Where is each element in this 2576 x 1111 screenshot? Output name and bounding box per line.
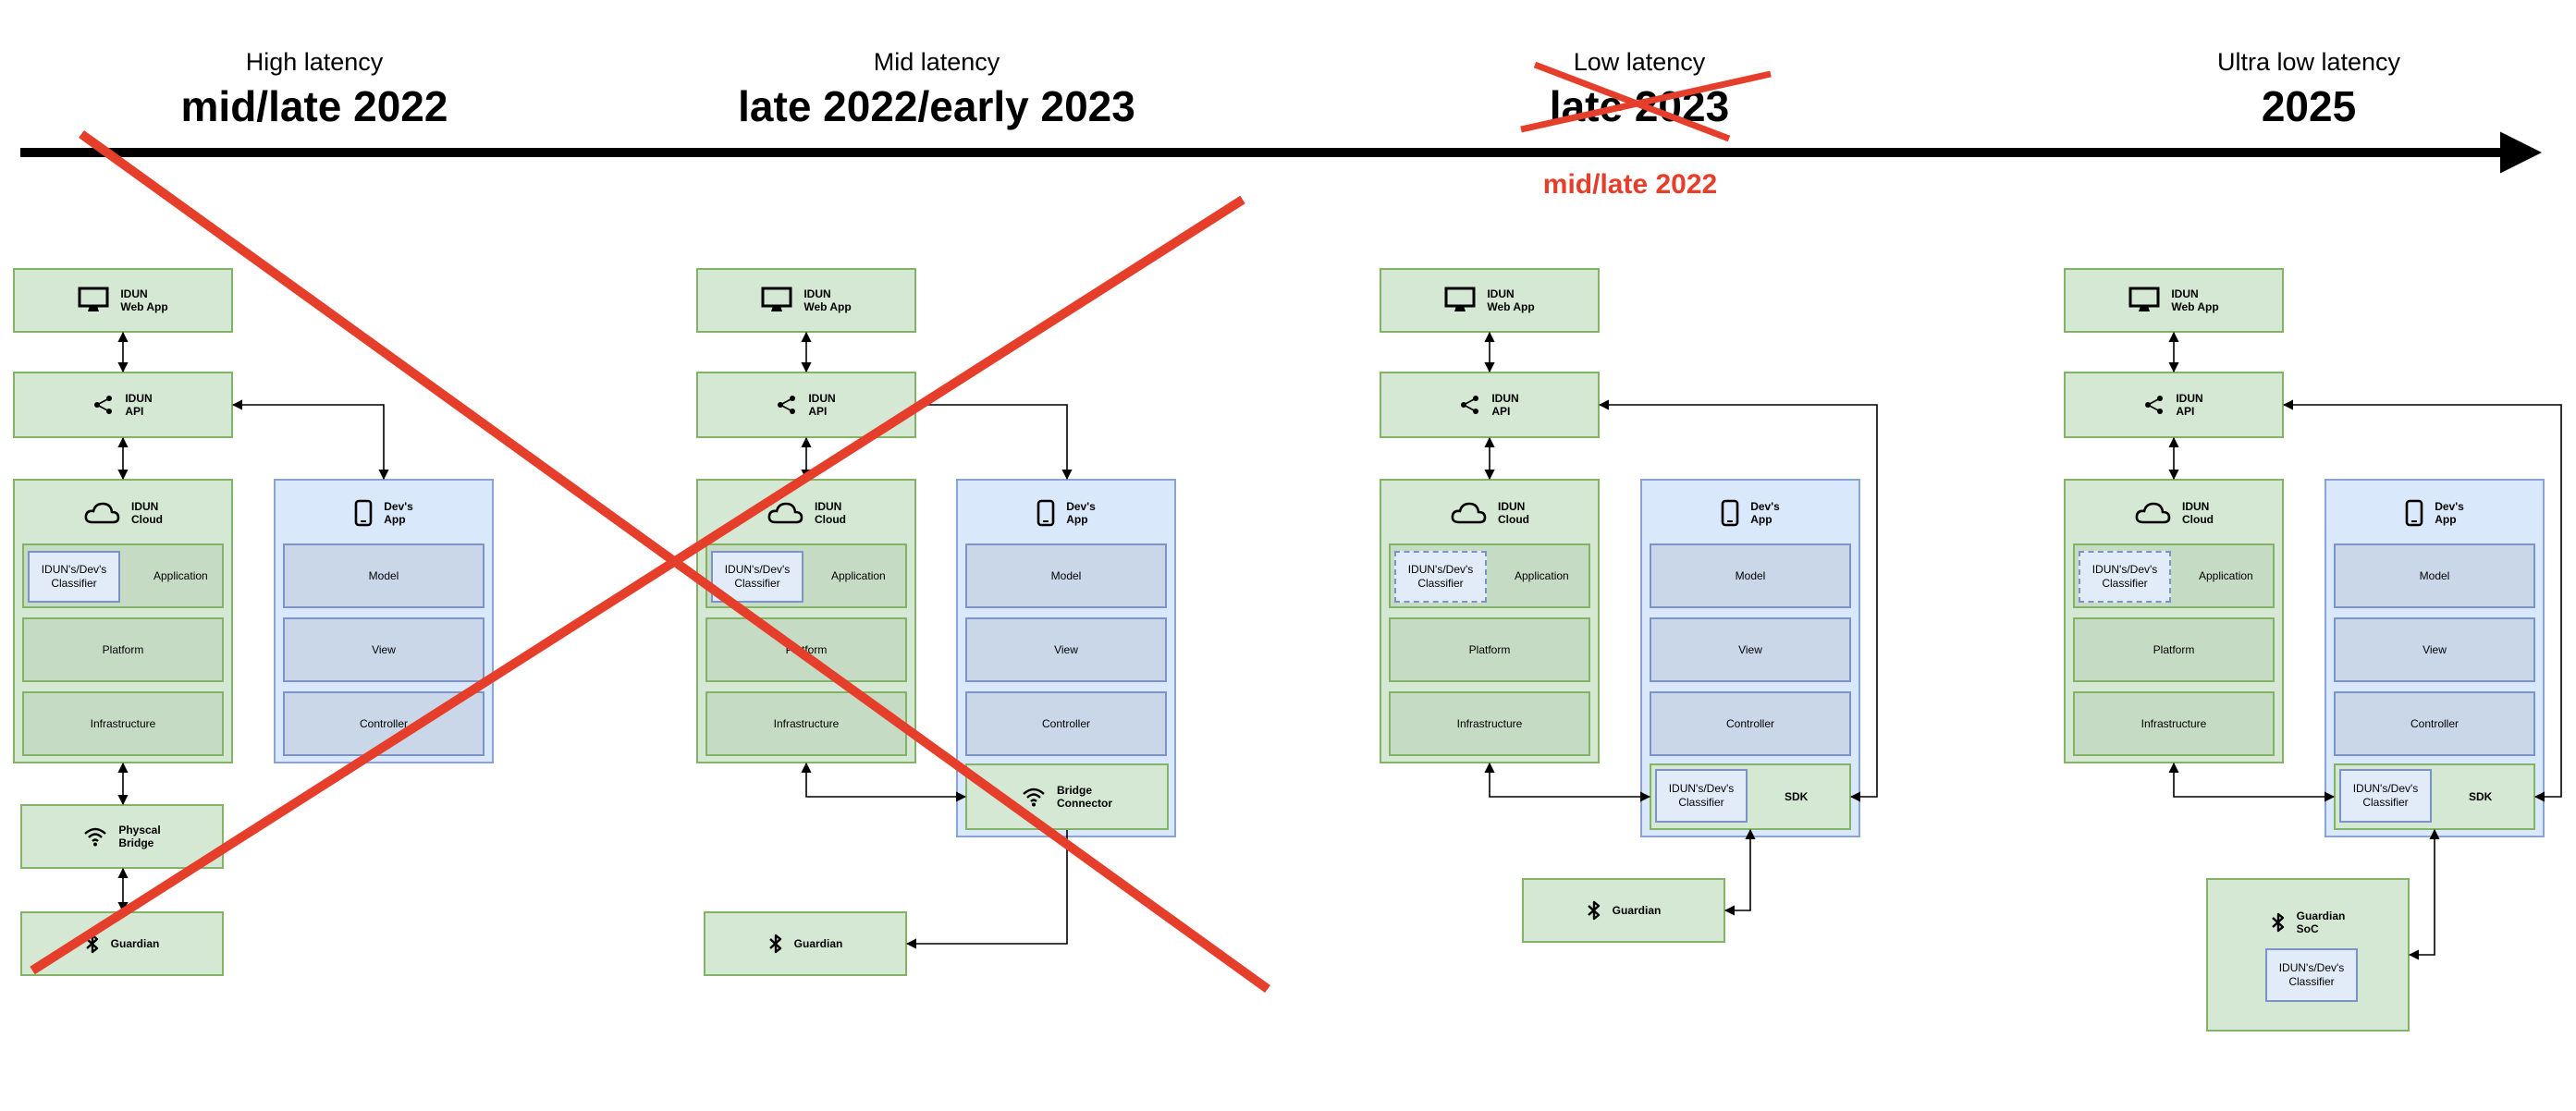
stage-1-date: mid/late 2022 bbox=[180, 82, 448, 130]
stage-1-infrastructure: Infrastructure bbox=[22, 691, 224, 756]
stage-3-date: late 2023 bbox=[1549, 82, 1730, 130]
cloud-icon bbox=[2135, 502, 2171, 524]
stage-1-latency: High latency bbox=[245, 48, 384, 76]
stage-2-date: late 2022/early 2023 bbox=[738, 82, 1135, 130]
stage-2-guardian: Guardian bbox=[704, 911, 907, 976]
stage-3-controller: Controller bbox=[1650, 691, 1851, 756]
monitor-icon bbox=[78, 287, 109, 311]
stage-4-view: View bbox=[2334, 617, 2535, 682]
stage-3-platform: Platform bbox=[1389, 617, 1590, 682]
bluetooth-icon bbox=[85, 934, 98, 954]
stage-3-infrastructure: Infrastructure bbox=[1389, 691, 1590, 756]
phone-icon bbox=[354, 499, 373, 527]
wifi-icon bbox=[1023, 787, 1045, 807]
stage-1-view: View bbox=[283, 617, 485, 682]
stage-4-date: 2025 bbox=[2261, 82, 2357, 130]
stage-2-latency: Mid latency bbox=[873, 48, 1000, 76]
stage-2-view: View bbox=[965, 617, 1167, 682]
phone-icon bbox=[2405, 499, 2423, 527]
monitor-icon bbox=[1444, 287, 1476, 311]
stage-3-latency: Low latency bbox=[1573, 48, 1706, 76]
stage-1-platform: Platform bbox=[22, 617, 224, 682]
stage-1-guardian: Guardian bbox=[20, 911, 224, 976]
stage-3-view: View bbox=[1650, 617, 1851, 682]
stage-3-revised-date: mid/late 2022 bbox=[1542, 169, 1718, 200]
share-icon bbox=[778, 396, 796, 414]
monitor-icon bbox=[2128, 287, 2160, 311]
cloud-icon bbox=[1451, 502, 1487, 524]
stage-1-model: Model bbox=[283, 543, 485, 608]
stage-4-model: Model bbox=[2334, 543, 2535, 608]
stage-2-infrastructure: Infrastructure bbox=[705, 691, 907, 756]
share-icon bbox=[1461, 396, 1479, 414]
stage-3-guardian: Guardian bbox=[1522, 878, 1725, 943]
stage-4-controller: Controller bbox=[2334, 691, 2535, 756]
phone-icon bbox=[1037, 499, 1055, 527]
stage-4-infrastructure: Infrastructure bbox=[2073, 691, 2275, 756]
stage-3-model: Model bbox=[1650, 543, 1851, 608]
bluetooth-icon bbox=[2271, 912, 2284, 933]
stage-2-controller: Controller bbox=[965, 691, 1167, 756]
cloud-icon bbox=[84, 502, 120, 524]
stage-2-model: Model bbox=[965, 543, 1167, 608]
stage-2-platform: Platform bbox=[705, 617, 907, 682]
stage-4-platform: Platform bbox=[2073, 617, 2275, 682]
monitor-icon bbox=[761, 287, 792, 311]
stage-1-controller: Controller bbox=[283, 691, 485, 756]
stage-4-latency: Ultra low latency bbox=[2216, 48, 2401, 76]
wifi-icon bbox=[84, 827, 107, 847]
bluetooth-icon bbox=[1587, 900, 1600, 921]
share-icon bbox=[2145, 396, 2164, 414]
phone-icon bbox=[1721, 499, 1739, 527]
cloud-icon bbox=[767, 502, 803, 524]
bluetooth-icon bbox=[768, 934, 781, 954]
share-icon bbox=[94, 396, 113, 414]
